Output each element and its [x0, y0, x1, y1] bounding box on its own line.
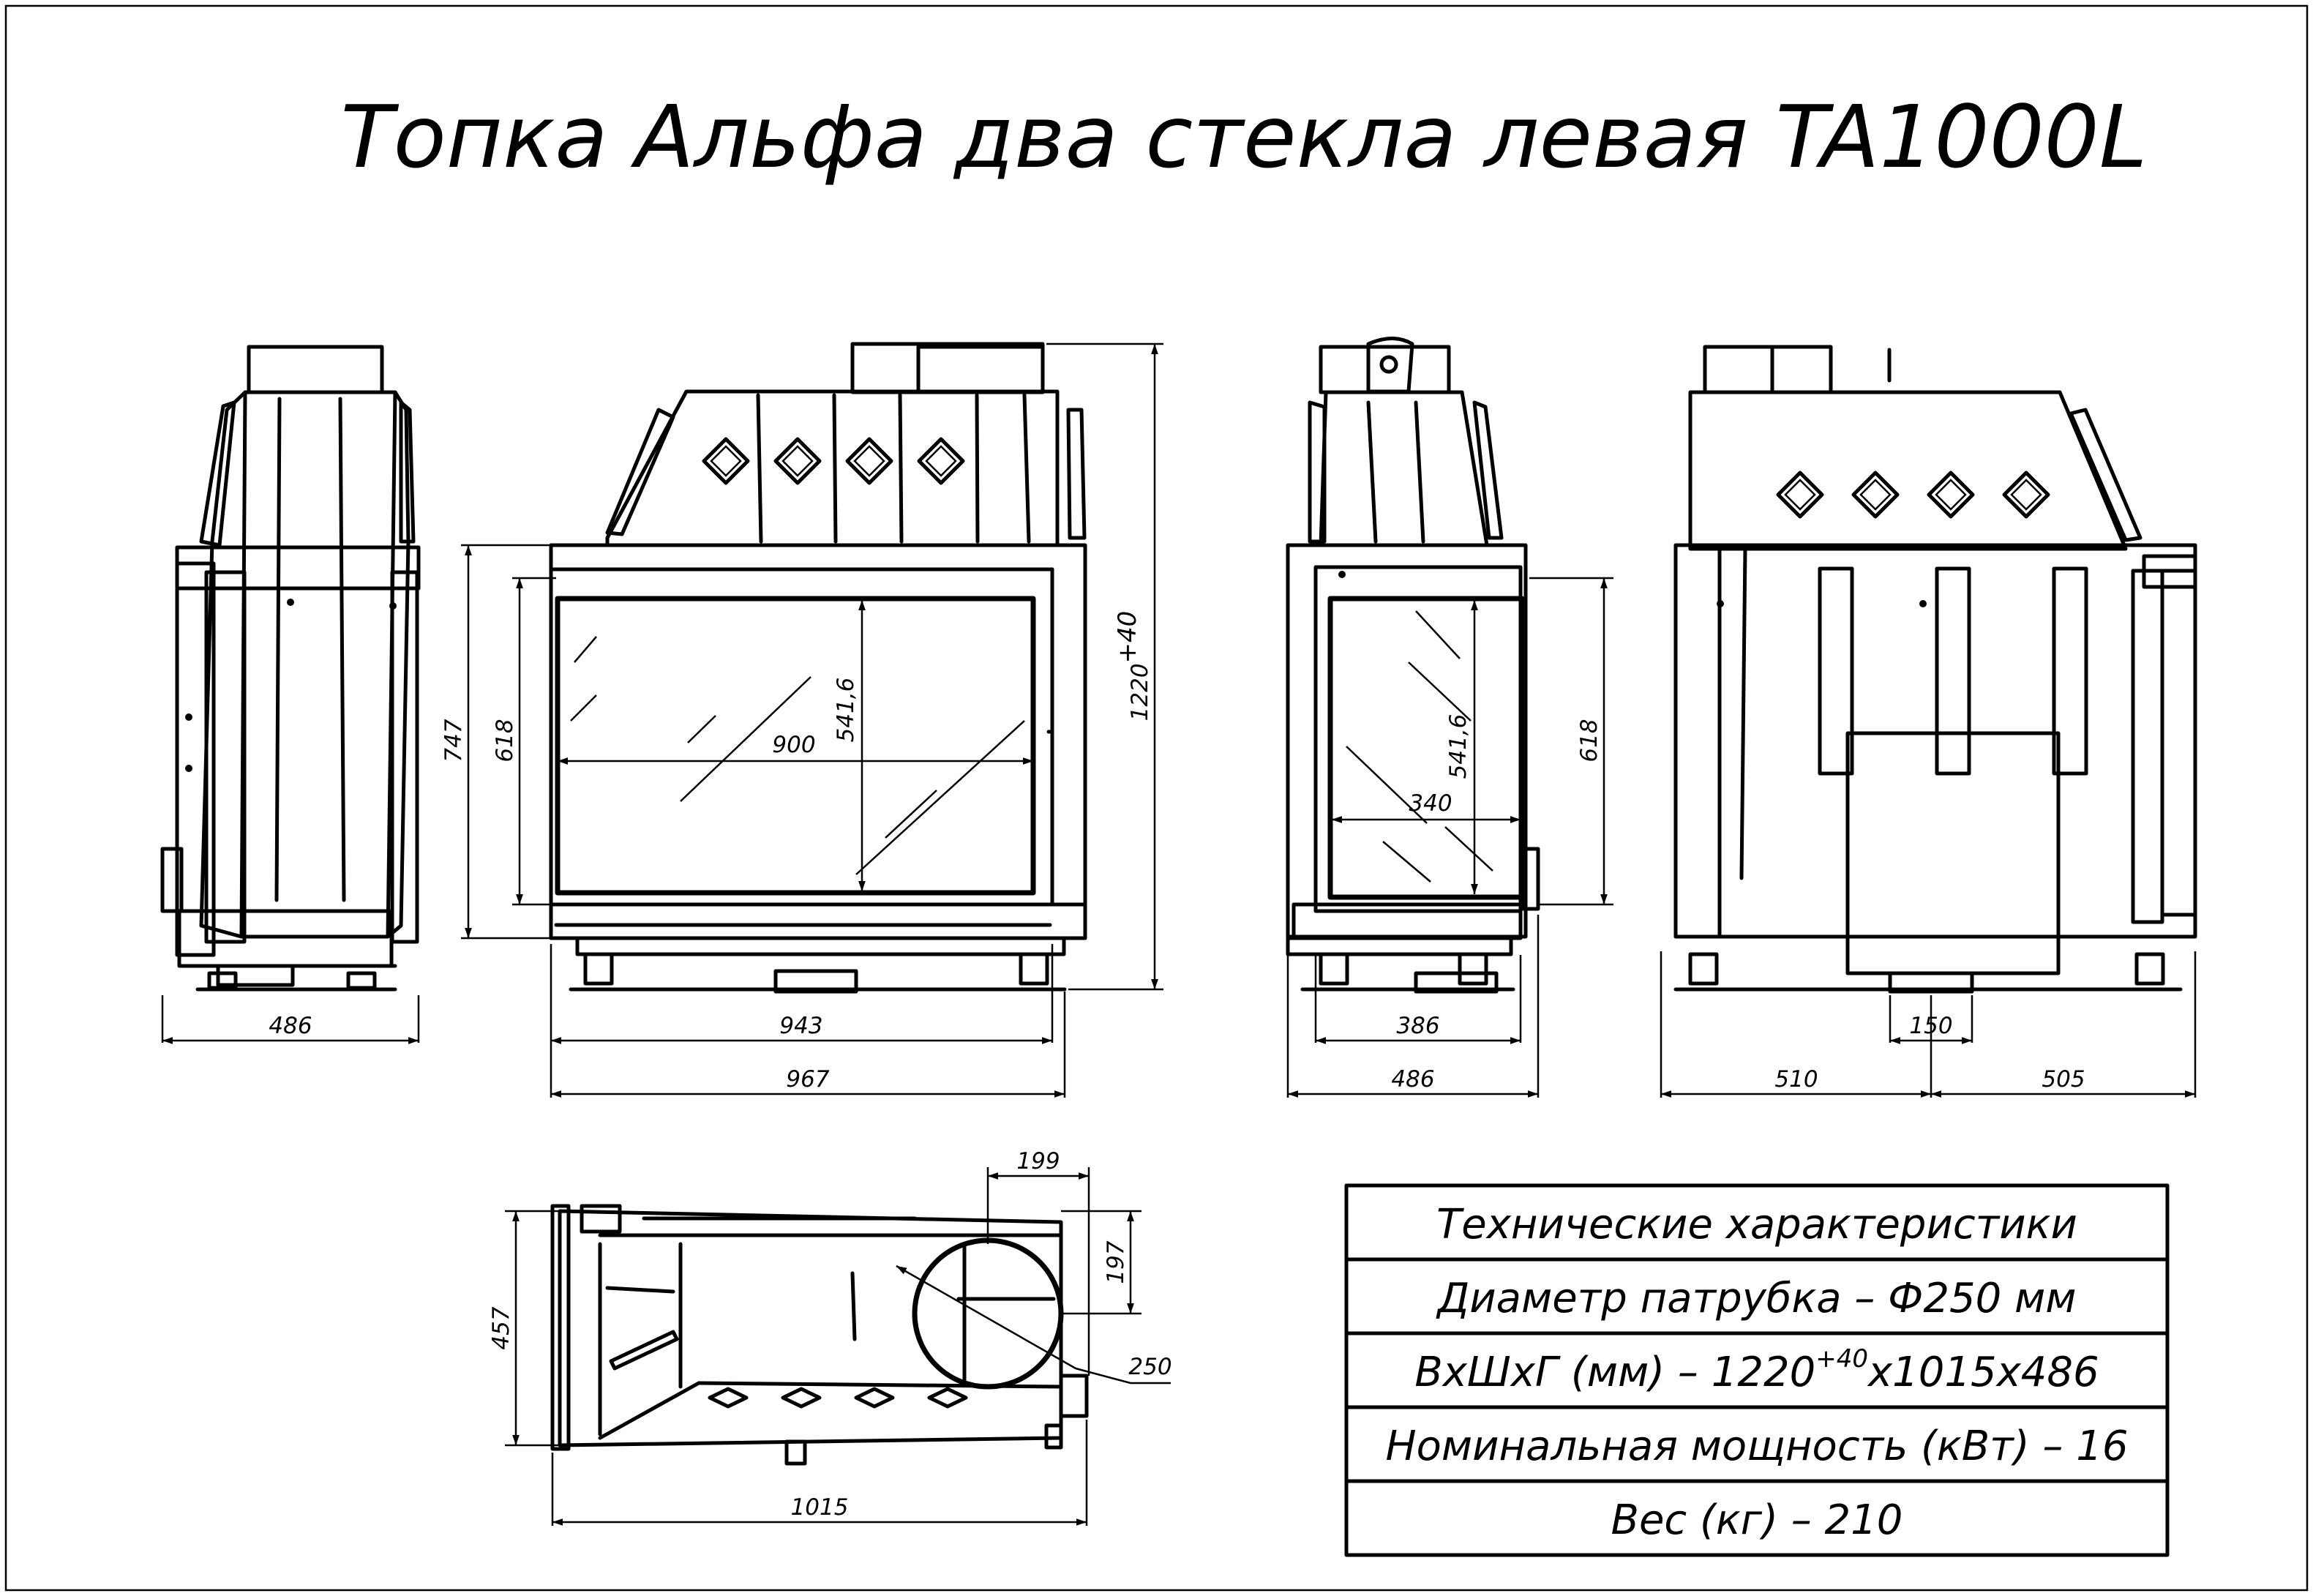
- dimension-lines: [161, 342, 2197, 1526]
- spec-row-dimensions: ВхШхГ (мм) – 1220+40x1015x486: [1414, 1344, 2099, 1396]
- plan-view: [550, 1204, 1089, 1466]
- spec-table-header: Технические характеристики: [1436, 1201, 2077, 1248]
- spec-row-weight: Вес (кг) – 210: [1611, 1496, 1903, 1544]
- spec-table: Технические характеристики Диаметр патру…: [1344, 1183, 2170, 1557]
- rear-view: [1673, 345, 2197, 994]
- spec-row-power: Номинальная мощность (кВт) – 16: [1386, 1423, 2129, 1470]
- dim-side-left-depth: 486: [269, 1013, 312, 1039]
- dim-front-glass-width: 900: [772, 732, 815, 758]
- dim-front-glass-height: 541,6: [833, 678, 859, 743]
- drawing-title: Топка Альфа два стекла левая TA1000L: [341, 86, 2148, 187]
- dim-plan-pipe-diameter: 250: [1128, 1354, 1172, 1380]
- dim-side-glass-width: 340: [1409, 790, 1452, 817]
- dim-front-overall-width: 967: [786, 1066, 829, 1093]
- dim-side-door-height: 618: [1576, 719, 1602, 762]
- dim-front-outer-height: 747: [441, 719, 467, 762]
- dim-front-door-height: 618: [492, 719, 518, 762]
- dim-front-height-total: 1220+40: [1113, 611, 1153, 722]
- side-view-left: [160, 345, 421, 992]
- spec-row-pipe-diameter: Диаметр патрубка – Ф250 мм: [1435, 1275, 2076, 1322]
- dim-rear-left-width: 510: [1774, 1066, 1818, 1093]
- front-view: [549, 342, 1087, 994]
- dim-front-body-width: 943: [779, 1013, 822, 1039]
- dim-rear-pipe-width: 150: [1909, 1013, 1952, 1039]
- dim-plan-depth: 457: [488, 1306, 514, 1349]
- side-view-right: [1286, 337, 1540, 994]
- dim-side-glass-height: 541,6: [1445, 714, 1472, 779]
- dim-plan-offset-y: 197: [1103, 1240, 1129, 1284]
- dim-plan-offset-x: 199: [1016, 1148, 1060, 1174]
- dim-side-inner-width: 386: [1396, 1013, 1439, 1039]
- dim-plan-width: 1015: [791, 1494, 849, 1521]
- dim-side-overall-width: 486: [1391, 1066, 1434, 1093]
- dim-rear-right-width: 505: [2042, 1066, 2085, 1093]
- sheet-frame: [4, 4, 2309, 1592]
- dimension-labels: 486 1220+40 747 618 900 541,6 943 967 54…: [269, 611, 2085, 1521]
- vent-markers: [702, 437, 2050, 519]
